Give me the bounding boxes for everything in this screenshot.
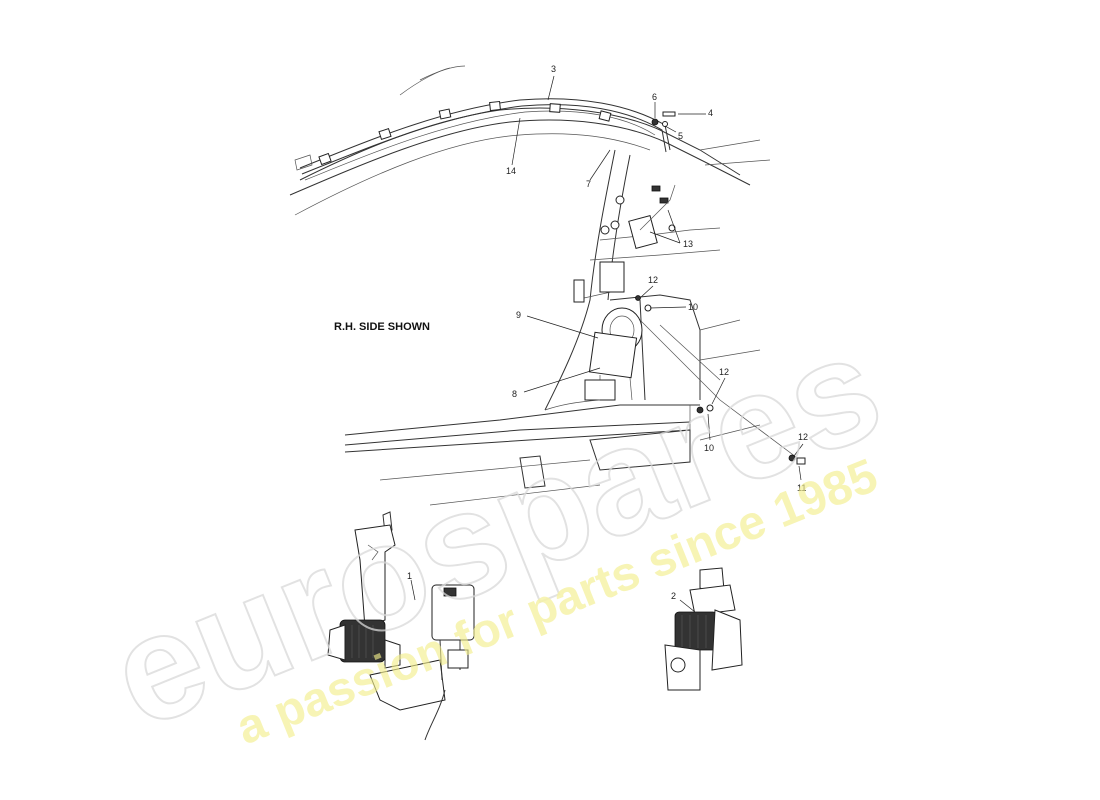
seat-belt-assembly-front — [327, 511, 475, 741]
watermark: eurospares a passion for parts since 198… — [88, 300, 903, 761]
callout-4: 4 — [708, 108, 713, 118]
leader-lines — [410, 75, 804, 613]
retractor-mount — [584, 295, 801, 461]
callout-6: 6 — [652, 92, 657, 102]
callout-9: 9 — [516, 310, 521, 320]
callout-12-middle: 12 — [719, 367, 729, 377]
callout-8: 8 — [512, 389, 517, 399]
side-note: R.H. SIDE SHOWN — [334, 321, 430, 333]
fixings — [651, 111, 806, 465]
sill-panel — [344, 399, 761, 506]
callout-5: 5 — [678, 131, 683, 141]
callout-12-lower: 12 — [798, 432, 808, 442]
callout-3: 3 — [551, 64, 556, 74]
callout-1: 1 — [407, 571, 412, 581]
upper-anchor-assembly — [628, 184, 676, 249]
callout-10-lower: 10 — [704, 443, 714, 453]
callout-10-upper: 10 — [688, 302, 698, 312]
roof-outline — [289, 65, 771, 216]
callout-labels: 3 6 4 5 14 7 13 12 10 9 8 12 10 12 11 1 … — [407, 64, 808, 601]
roof-seal-rail — [294, 98, 671, 181]
seat-belt-retractor-rear — [664, 567, 743, 691]
callout-12-upper: 12 — [648, 275, 658, 285]
callout-14: 14 — [506, 166, 516, 176]
callout-7: 7 — [586, 179, 591, 189]
callout-13: 13 — [683, 239, 693, 249]
callout-11: 11 — [797, 483, 806, 493]
callout-2: 2 — [671, 591, 676, 601]
b-pillar — [544, 149, 761, 411]
